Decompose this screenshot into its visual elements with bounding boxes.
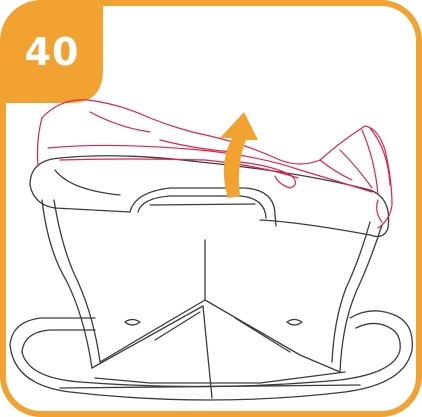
seat-shell [42,200,382,398]
curved-up-arrow-icon [220,112,258,198]
seat-headrest [30,156,389,237]
step-number: 40 [14,26,90,78]
